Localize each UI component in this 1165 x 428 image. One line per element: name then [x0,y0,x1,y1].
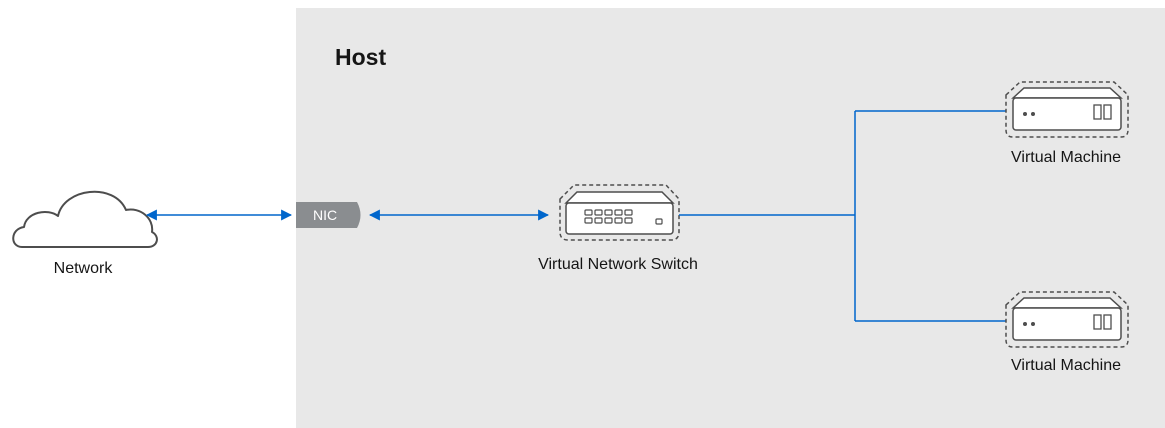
nic-label: NIC [313,207,338,223]
server-icon [1005,291,1129,348]
cloud-icon [12,190,158,248]
vm1-label: Virtual Machine [1011,149,1121,166]
nic-port [296,202,361,228]
vm2-label: Virtual Machine [1011,357,1121,374]
network-switch-icon [559,184,680,241]
host-title: Host [335,44,387,70]
network-label: Network [53,260,113,277]
switch-vm-connectors [679,110,1006,322]
switch-label: Virtual Network Switch [538,256,698,273]
server-icon [1005,81,1129,138]
